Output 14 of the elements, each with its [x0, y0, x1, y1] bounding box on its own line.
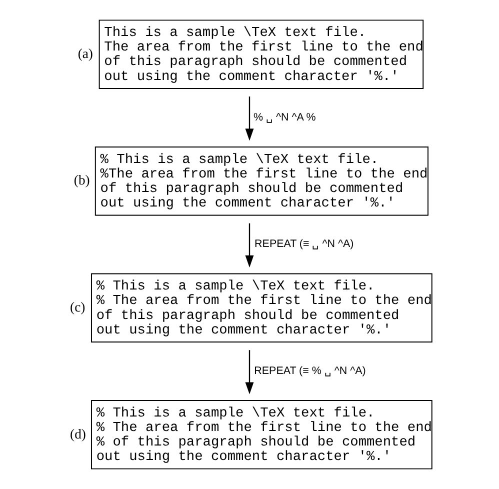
edge-label: REPEAT (≡ ␣ ^N ^A) — [254, 238, 354, 250]
node-box: This is a sample \TeX text file. The area from the first line to the end of this paragraph should be commented out using the comment character '%.' — [98, 20, 424, 89]
node-box: % This is a sample \TeX text file. % The area from the first line to the end of this paragraph should be commented out using the comment character '%.' — [91, 273, 432, 343]
node-label: (d) — [70, 426, 86, 442]
arrow — [245, 223, 254, 268]
node-label: (c) — [70, 300, 86, 315]
node-label: (a) — [78, 46, 93, 61]
edge-label: REPEAT (≡ % ␣ ^N ^A) — [254, 365, 366, 378]
edge-label: % ␣ ^N ^A % — [253, 111, 316, 124]
node-box: % This is a sample \TeX text file. %The area from the first line to the end of this paragraph should be commented out using the comment character '%.' — [94, 146, 428, 216]
arrow — [245, 96, 254, 141]
arrow — [245, 350, 254, 394]
node-box: % This is a sample \TeX text file. % The area from the first line to the end % of this paragraph should be commented out using the comment character '%.' — [91, 400, 432, 470]
node-label: (b) — [74, 172, 90, 188]
